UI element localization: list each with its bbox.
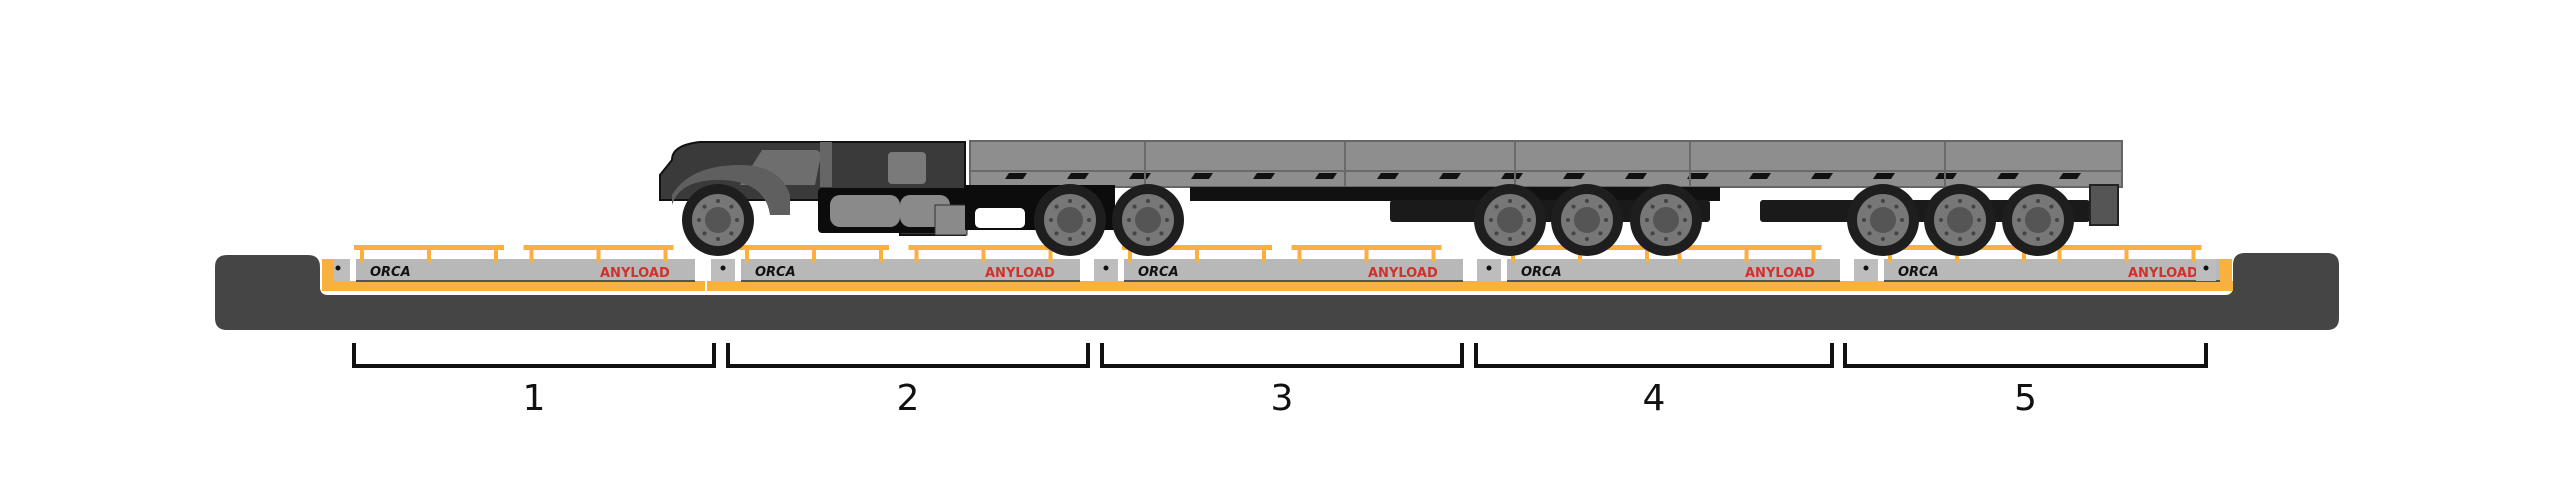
- guide-rail: [1291, 245, 1442, 250]
- guide-rail: [523, 245, 674, 250]
- anyload-logo: ANYLOAD: [1745, 266, 1815, 281]
- orca-logo: ORCA: [1521, 265, 1562, 280]
- scale-pit-foundation: [215, 253, 2339, 330]
- trailer-deck: [969, 140, 2123, 188]
- scale-platform-5: ORCA ANYLOAD: [1850, 245, 2233, 291]
- anyload-logo: ANYLOAD: [985, 266, 1055, 281]
- platform-bracket-5: [1843, 343, 2208, 368]
- platform-number-1: 1: [522, 378, 546, 419]
- platform-number-5: 5: [2014, 378, 2037, 419]
- wheel: [1551, 184, 1623, 256]
- platform-number-3: 3: [1270, 378, 1294, 419]
- guide-rail: [1122, 245, 1272, 250]
- guide-rail: [739, 245, 889, 250]
- orca-logo: ORCA: [755, 265, 796, 280]
- scale-platform-4: ORCA ANYLOAD: [1473, 245, 1850, 291]
- wheel: [682, 184, 754, 256]
- wheel: [1924, 184, 1996, 256]
- platform-bracket-3: [1100, 343, 1464, 368]
- wheel: [1112, 184, 1184, 256]
- platform-bracket-2: [726, 343, 1090, 368]
- anyload-logo: ANYLOAD: [1368, 266, 1438, 281]
- platform-number-2: 2: [896, 378, 920, 419]
- orca-logo: ORCA: [1898, 265, 1939, 280]
- wheel: [2002, 184, 2074, 256]
- orca-logo: ORCA: [1138, 265, 1179, 280]
- guide-rail: [908, 245, 1059, 250]
- platform-bracket-1: [352, 343, 716, 368]
- platform-number-4: 4: [1642, 378, 1666, 419]
- scale-platform-1: ORCA ANYLOAD: [322, 245, 705, 291]
- anyload-logo: ANYLOAD: [600, 266, 670, 281]
- wheel: [1034, 184, 1106, 256]
- anyload-logo: ANYLOAD: [2128, 266, 2198, 281]
- wheel: [1474, 184, 1546, 256]
- scale-platform-2: ORCA ANYLOAD: [707, 245, 1090, 291]
- orca-logo: ORCA: [370, 265, 411, 280]
- guide-rail: [1671, 245, 1822, 250]
- guide-rail: [354, 245, 504, 250]
- scale-platform-3: ORCA ANYLOAD: [1090, 245, 1473, 291]
- wheel: [1847, 184, 1919, 256]
- guide-rail: [2051, 245, 2202, 250]
- platform-bracket-4: [1474, 343, 1834, 368]
- wheel: [1630, 184, 1702, 256]
